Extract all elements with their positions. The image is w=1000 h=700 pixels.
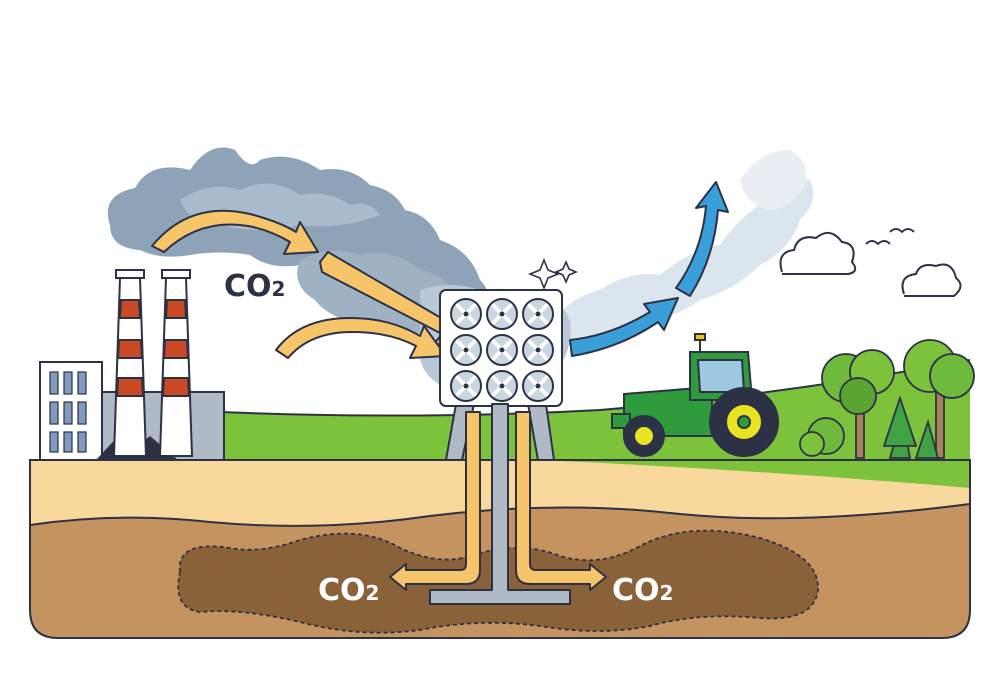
shrub [799,417,845,457]
co2-underground-right-label: CO2 [612,573,673,608]
bird-icon [865,228,915,246]
fan-icon [486,334,518,366]
tractor-icon [611,333,779,457]
tree-icon [914,418,940,459]
cloud-icon [779,231,857,275]
fan-icon [486,298,518,330]
fan-icon [450,298,482,330]
fan-icon [522,298,554,330]
factory-icon [39,269,225,461]
clean-air-arrows [569,181,729,357]
smokestack-icon [112,269,148,457]
fan-icon [522,334,554,366]
tree-icon [821,349,895,459]
fan-icon [522,370,554,402]
intake-arrow-1 [151,209,319,255]
fan-icon [450,334,482,366]
grass-hill [220,360,970,490]
sparkle-icon [527,257,579,291]
co2-underground-left-label: CO2 [318,573,379,608]
smokestack-icon [158,269,194,457]
trees [799,339,975,459]
tree-icon [882,395,918,459]
co2-air-label: CO2 [224,269,285,304]
clean-air-arrow-1 [569,297,679,357]
clean-air-arrow-2 [675,181,729,297]
fan-icon [486,370,518,402]
cloud-icon [901,263,962,297]
fan-icon [450,370,482,402]
tree-icon [903,339,975,459]
dac-fan-array-icon [439,289,563,461]
injection-pipe-icon [389,403,607,605]
